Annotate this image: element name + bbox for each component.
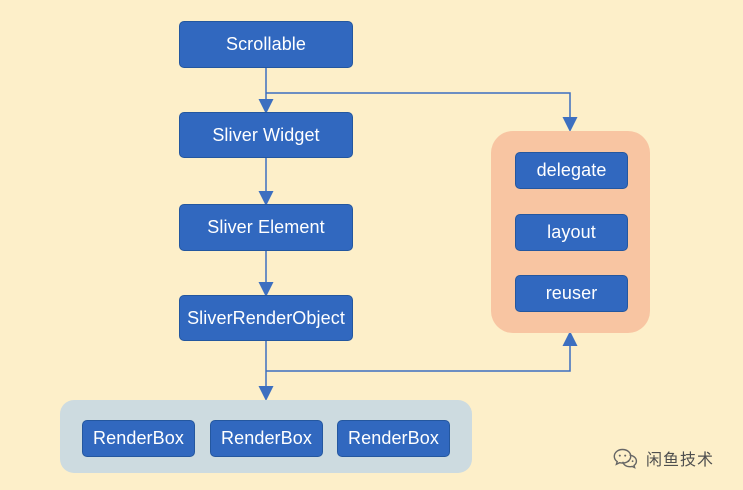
reuser-node: reuser [515,275,628,312]
render-box-node: RenderBox [210,420,323,457]
layout-node: layout [515,214,628,251]
render-box-node: RenderBox [82,420,195,457]
watermark: 闲鱼技术 [612,444,714,472]
delegate-node: delegate [515,152,628,189]
scrollable-node: Scrollable [179,21,353,68]
sliver-widget-node: Sliver Widget [179,112,353,158]
sliver-element-node: Sliver Element [179,204,353,251]
render-box-node: RenderBox [337,420,450,457]
sliver-render-object-node: SliverRenderObject [179,295,353,341]
watermark-text: 闲鱼技术 [646,450,715,469]
wechat-icon [612,444,640,472]
